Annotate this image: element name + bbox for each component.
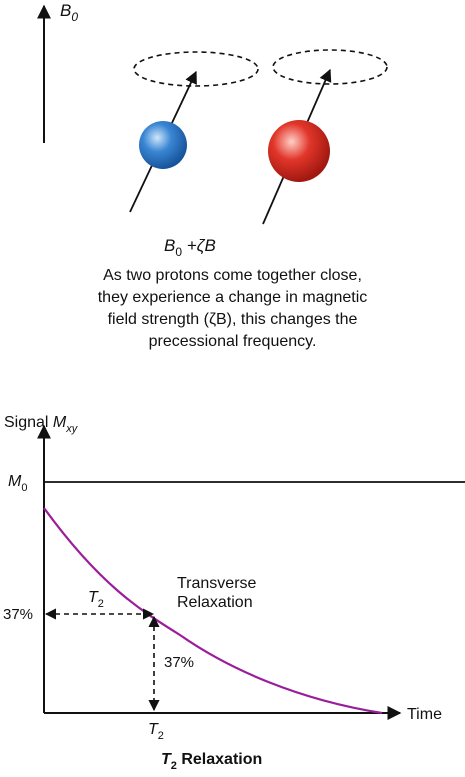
caption: As two protons come together close, they… (0, 265, 465, 353)
graph-title: T2 Relaxation (161, 751, 262, 772)
curve-label-line-1: Transverse (177, 575, 257, 592)
proton-blue (139, 121, 187, 169)
percent-label-drop: 37% (164, 654, 194, 671)
precession-orbit-right (272, 49, 388, 85)
caption-line-4: precessional frequency. (148, 333, 317, 350)
t2-label-bottom: T2 (148, 721, 164, 742)
b0-label: B0 (60, 1, 78, 24)
caption-line-1: As two protons come together close, (103, 267, 362, 284)
curve-label-line-2: Relaxation (177, 594, 253, 611)
caption-line-2: they experience a change in magnetic (97, 289, 368, 306)
precession-orbit-left (133, 51, 259, 87)
y-axis-label: Signal Mxy (4, 414, 79, 435)
caption-line-3: field strength (ζB), this changes the (107, 311, 358, 328)
field-sum-label: B0 +ζB (164, 236, 216, 259)
t2-decay-curve (43, 507, 383, 715)
t2-label-top: T2 (88, 589, 104, 610)
x-axis-label: Time (407, 706, 442, 723)
percent-label-left: 37% (3, 606, 33, 623)
m0-label: M0 (8, 473, 27, 494)
proton-red (268, 120, 330, 182)
